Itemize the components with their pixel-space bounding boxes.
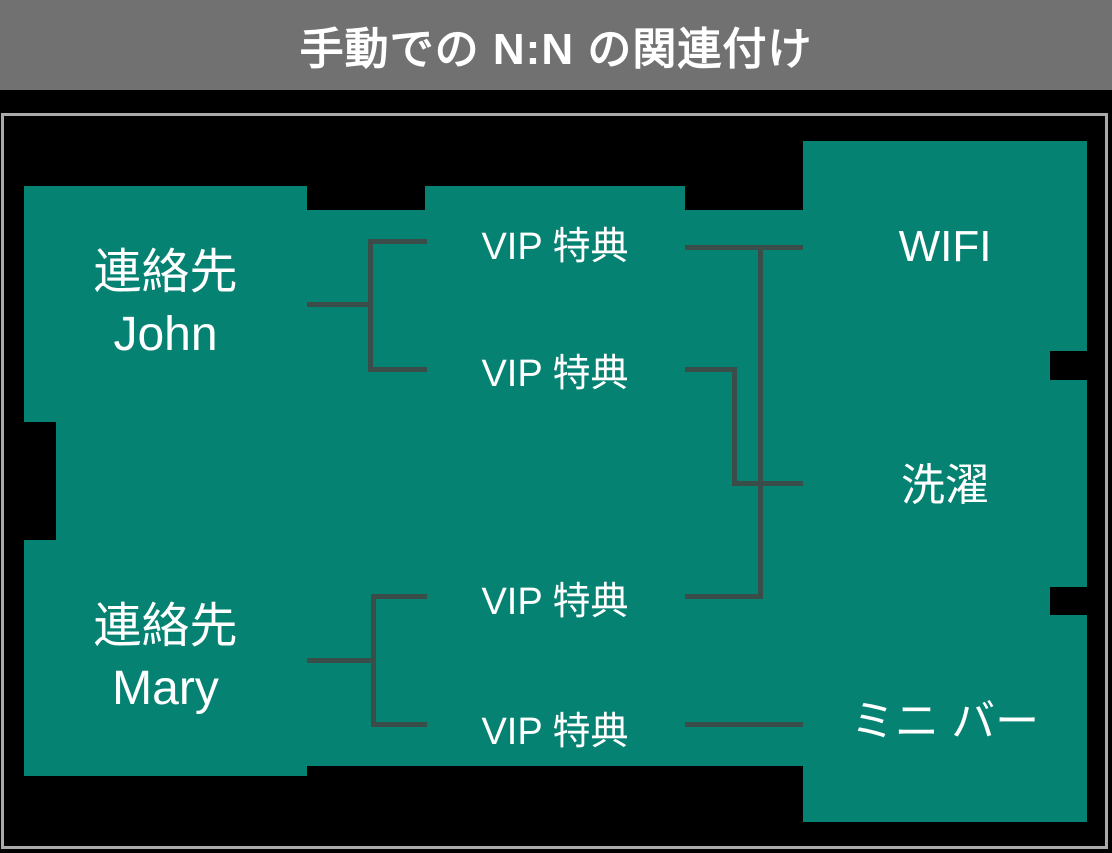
- contact-mary-box: [24, 540, 307, 776]
- association-box-1-label: VIP 特典: [481, 225, 629, 268]
- association-box-2-label: VIP 特典: [481, 352, 629, 395]
- perk-minibar-label: ミニ バー: [850, 697, 1040, 746]
- association-column-shape: [425, 186, 685, 766]
- connector-vip2-laundry: [685, 367, 737, 372]
- connector-mary-bracket-vert: [371, 594, 376, 727]
- page-title: 手動での N:N の関連付け: [299, 25, 813, 74]
- connector-mary-bracket-feed: [307, 658, 371, 663]
- connector-wifi-riser: [758, 245, 763, 599]
- connector-laundry-riser: [732, 367, 737, 486]
- contact-john-box: [24, 186, 307, 422]
- contact-mary-name: Mary: [112, 662, 219, 715]
- connector-mary-vip3: [371, 594, 427, 599]
- association-box-3-label: VIP 特典: [481, 580, 629, 623]
- connector-vip4-minibar: [685, 722, 803, 727]
- background-notch-top: [1050, 351, 1087, 380]
- connector-john-bracket-feed: [307, 302, 368, 307]
- association-box-4-label: VIP 特典: [481, 710, 629, 753]
- perk-laundry-label: 洗濯: [901, 461, 989, 510]
- connector-laundry-inlet: [732, 481, 803, 486]
- connector-john-vip2: [368, 367, 427, 372]
- contact-john-label: 連絡先 John: [24, 186, 307, 422]
- contact-john-name: John: [113, 308, 218, 361]
- connector-mary-vip4: [371, 722, 427, 727]
- contact-mary-type: 連絡先: [93, 600, 238, 653]
- connector-vip1-wifi: [685, 245, 803, 250]
- contact-mary-label: 連絡先 Mary: [24, 540, 307, 776]
- contact-john-type: 連絡先: [93, 246, 238, 299]
- perk-column-shape: [803, 141, 1087, 822]
- connector-john-bracket-vert: [368, 239, 373, 372]
- connector-john-vip1: [368, 239, 427, 244]
- connector-vip3-wifi: [685, 594, 763, 599]
- perk-wifi-label: WIFI: [898, 222, 992, 271]
- title-bar: 手動での N:N の関連付け: [0, 0, 1112, 90]
- background-notch-bottom: [1050, 587, 1087, 615]
- diagram-frame: [1, 113, 1108, 849]
